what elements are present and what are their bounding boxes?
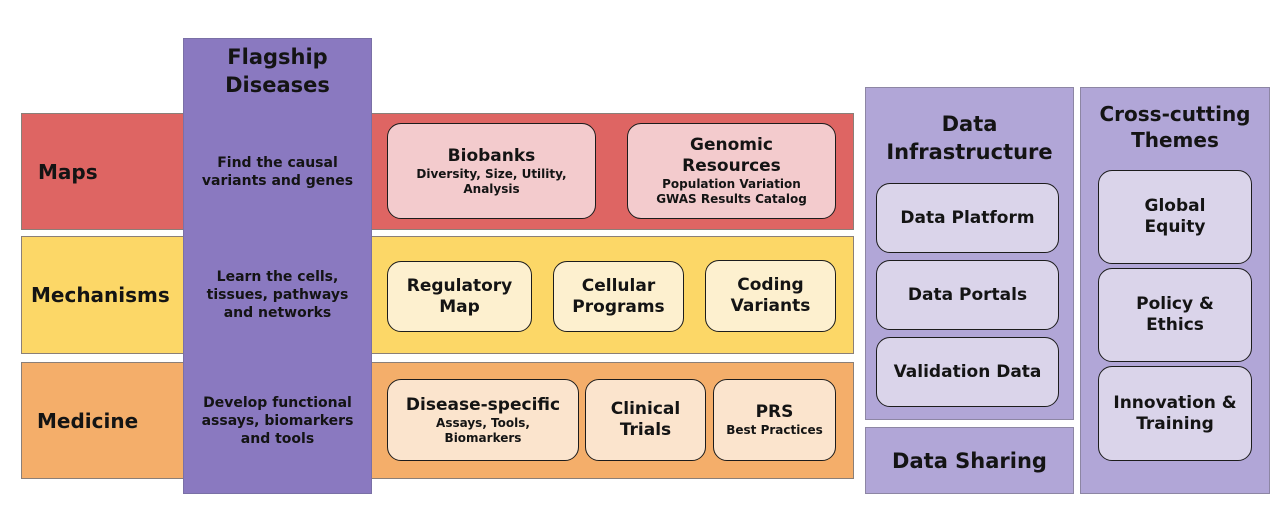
card-innovation-training[interactable]: Innovation & Training [1098,366,1252,461]
card-validation-data[interactable]: Validation Data [876,337,1059,407]
title-line: Data [941,112,998,136]
card-title: Biobanks [447,145,536,166]
flagship-diseases-column: Flagship Diseases Find the causal varian… [183,38,372,494]
flagship-desc-mechanisms: Learn the cells, tissues, pathways and n… [184,236,371,354]
card-clinical-trials[interactable]: Clinical Trials [585,379,706,461]
card-coding-variants[interactable]: Coding Variants [705,260,836,332]
card-title: Equity [1144,217,1206,237]
data-infrastructure-title: Data Infrastructure [866,110,1073,166]
desc-line: variants and genes [201,172,354,189]
card-title: PRS [755,402,794,422]
card-policy-ethics[interactable]: Policy & Ethics [1098,268,1252,362]
card-biobanks[interactable]: Biobanks Diversity, Size, Utility, Analy… [387,123,596,219]
card-title: Innovation & [1113,392,1237,413]
desc-line: tissues, pathways [206,287,349,303]
card-title: Resources [682,156,781,176]
data-sharing-panel[interactable]: Data Sharing [865,427,1074,494]
title-line: Themes [1131,128,1219,152]
card-genomic-resources[interactable]: Genomic Resources Population Variation G… [627,123,836,219]
card-subtitle: GWAS Results Catalog [656,192,807,206]
desc-line: Find the causal [217,154,338,171]
card-data-portals[interactable]: Data Portals [876,260,1059,330]
card-title: Regulatory [406,275,513,296]
card-regulatory-map[interactable]: Regulatory Map [387,261,532,332]
card-title: Global [1144,196,1206,216]
card-title: Policy & [1136,294,1214,314]
card-title: Programs [572,296,665,317]
card-title: Ethics [1146,315,1204,335]
card-title: Clinical [610,399,681,419]
row-label-maps: Maps [38,159,98,184]
card-prs[interactable]: PRS Best Practices [713,379,836,461]
card-title: Disease-specific [405,394,561,415]
row-label-medicine: Medicine [37,408,139,433]
card-title: Variants [730,296,811,316]
card-subtitle: Assays, Tools, [436,415,530,430]
card-disease-specific[interactable]: Disease-specific Assays, Tools, Biomarke… [387,379,579,461]
flagship-desc-maps: Find the causal variants and genes [184,113,371,230]
card-title: Training [1136,413,1214,434]
card-subtitle: Population Variation [662,177,801,191]
card-subtitle: Best Practices [726,423,823,437]
flagship-title-line1: Flagship [227,45,328,69]
card-data-platform[interactable]: Data Platform [876,183,1059,253]
desc-line: and networks [223,305,332,321]
row-label-mechanisms: Mechanisms [31,283,170,307]
card-title: Cellular [581,275,656,296]
data-sharing-title: Data Sharing [892,448,1047,473]
flagship-title-line2: Diseases [225,73,330,97]
title-line: Cross-cutting [1099,102,1251,126]
cross-cutting-title: Cross-cutting Themes [1081,101,1269,153]
card-cellular-programs[interactable]: Cellular Programs [553,261,684,332]
flagship-title: Flagship Diseases [184,43,371,99]
desc-line: Learn the cells, [216,269,339,285]
desc-line: assays, biomarkers [201,412,354,429]
card-title: Data Platform [900,207,1035,228]
card-title: Data Portals [907,284,1028,305]
desc-line: Develop functional [203,394,352,411]
card-title: Validation Data [893,361,1042,382]
card-subtitle: Biomarkers [444,430,522,445]
card-title: Coding [737,275,804,295]
card-title: Trials [619,420,672,440]
desc-line: and tools [240,430,315,447]
card-global-equity[interactable]: Global Equity [1098,170,1252,264]
card-title: Genomic [690,135,773,155]
card-title: Map [439,296,480,317]
card-subtitle: Analysis [463,181,520,196]
title-line: Infrastructure [886,140,1053,164]
flagship-desc-medicine: Develop functional assays, biomarkers an… [184,362,371,479]
card-subtitle: Diversity, Size, Utility, [416,166,567,181]
